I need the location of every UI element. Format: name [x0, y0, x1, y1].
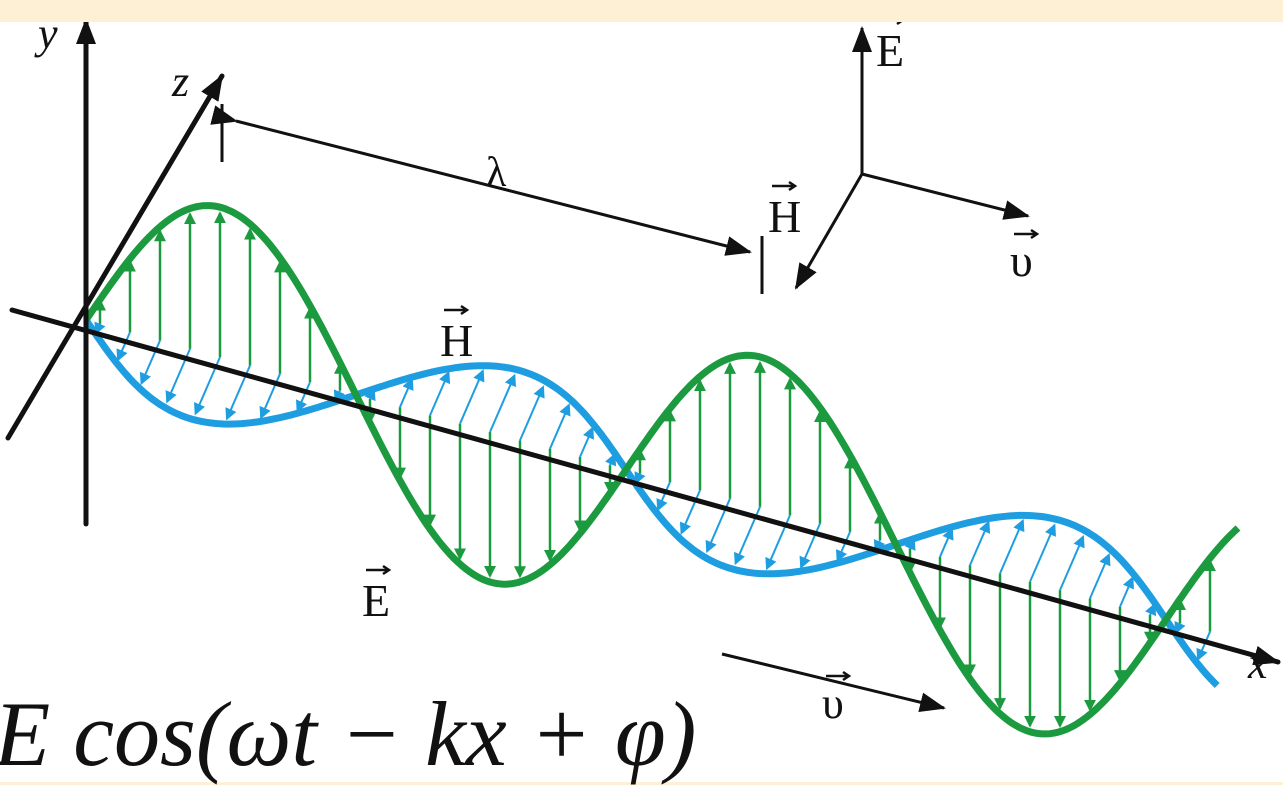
- h-field-arrow: [1059, 535, 1085, 591]
- h-field-arrow: [656, 481, 671, 512]
- x-axis-label: x: [1247, 639, 1268, 688]
- h-field-arrow: [679, 489, 701, 535]
- h-field-arrow: [799, 523, 821, 569]
- magnetic-field-vectors: [94, 321, 1211, 662]
- wave-formula: E cos(ωt − kx + φ): [0, 683, 697, 785]
- h-field-arrow: [939, 527, 954, 558]
- h-field-arrow: [519, 385, 545, 441]
- electric-field-wave: [83, 202, 1241, 738]
- h-field-arrow: [459, 369, 485, 425]
- wavelength-dimension-arrow: [210, 105, 752, 256]
- legend-e-label: E: [876, 25, 904, 76]
- h-field-arrow: [1089, 552, 1111, 599]
- legend-v-label: υ: [1010, 235, 1033, 286]
- legend-h-label: H: [768, 191, 801, 242]
- h-field-arrow: [1029, 523, 1056, 583]
- h-field-arrow: [969, 520, 991, 566]
- propagation-arrow: [721, 652, 946, 713]
- h-field-arrow: [399, 377, 414, 408]
- wave-h-label: H: [440, 315, 473, 366]
- propagation-v-label: υ: [822, 679, 844, 728]
- vector-accents: [366, 22, 1040, 682]
- h-field-arrow: [296, 381, 311, 413]
- x-axis: [9, 307, 1281, 666]
- h-field-arrow: [116, 331, 131, 362]
- h-field-arrow: [579, 426, 594, 458]
- legend-triad: [794, 26, 1030, 290]
- wave-diagram-stage: y z x λ E H υ H E υ E cos(ωt − kx + φ): [0, 22, 1283, 782]
- h-field-arrow: [489, 373, 516, 433]
- h-field-arrow: [1196, 631, 1211, 662]
- h-field-arrow: [999, 518, 1025, 574]
- z-axis-label: z: [171, 57, 189, 106]
- wave-e-label: E: [362, 575, 390, 626]
- z-axis: [5, 73, 225, 441]
- h-field-arrow: [836, 531, 851, 563]
- wavelength-label: λ: [486, 150, 507, 196]
- magnetic-field-wave: [83, 318, 1220, 688]
- h-field-arrow: [1119, 576, 1134, 608]
- h-field-arrow: [549, 403, 571, 450]
- electric-field-vectors: [94, 211, 1216, 728]
- h-field-arrow: [139, 340, 161, 386]
- y-axis-label: y: [34, 22, 58, 58]
- h-field-arrow: [429, 370, 451, 416]
- em-wave-diagram: y z x λ E H υ H E υ: [5, 22, 1281, 738]
